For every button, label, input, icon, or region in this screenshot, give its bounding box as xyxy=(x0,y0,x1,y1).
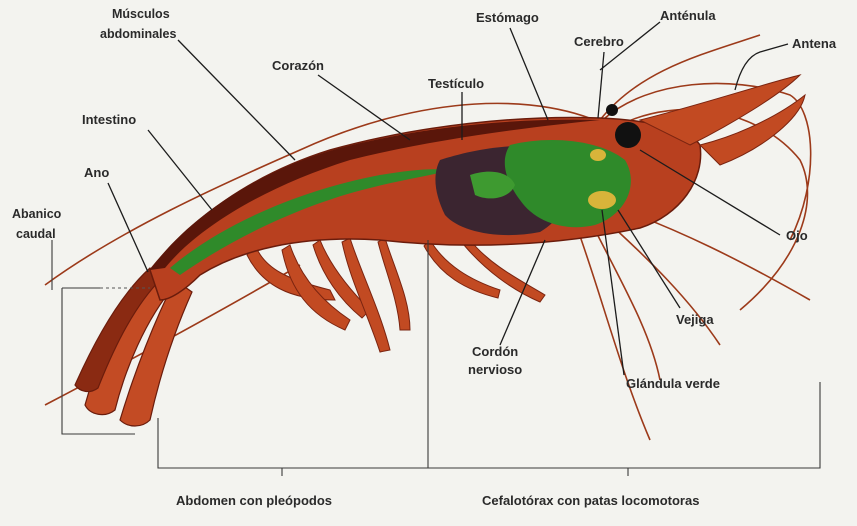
label-testiculo: Testículo xyxy=(428,76,484,91)
label-cefalotorax: Cefalotórax con patas locomotoras xyxy=(482,493,699,508)
label-corazon: Corazón xyxy=(272,58,324,73)
labels: Músculos abdominales Estómago Anténula A… xyxy=(12,7,837,508)
leader-estomago xyxy=(510,28,548,120)
label-intestino: Intestino xyxy=(82,112,136,127)
label-abdomen: Abdomen con pleópodos xyxy=(176,493,332,508)
label-musculos-2: abdominales xyxy=(100,27,176,41)
label-ano: Ano xyxy=(84,165,109,180)
label-antenula: Anténula xyxy=(660,8,716,23)
label-vejiga: Vejiga xyxy=(676,312,714,327)
legs xyxy=(247,238,545,352)
label-abanico-2: caudal xyxy=(16,227,56,241)
leader-corazon xyxy=(318,75,410,140)
label-cerebro: Cerebro xyxy=(574,34,624,49)
leader-cerebro xyxy=(598,52,604,118)
label-abanico-1: Abanico xyxy=(12,207,62,221)
label-ojo: Ojo xyxy=(786,228,808,243)
label-cordon-2: nervioso xyxy=(468,362,522,377)
shrimp-body xyxy=(150,75,805,300)
leader-intestino xyxy=(148,130,212,210)
cefalotorax-bracket xyxy=(428,382,820,476)
label-antena: Antena xyxy=(792,36,837,51)
label-glandula: Glándula verde xyxy=(626,376,720,391)
leader-ano xyxy=(108,183,148,272)
label-cordon-1: Cordón xyxy=(472,344,518,359)
label-estomago: Estómago xyxy=(476,10,539,25)
label-musculos-1: Músculos xyxy=(112,7,170,21)
